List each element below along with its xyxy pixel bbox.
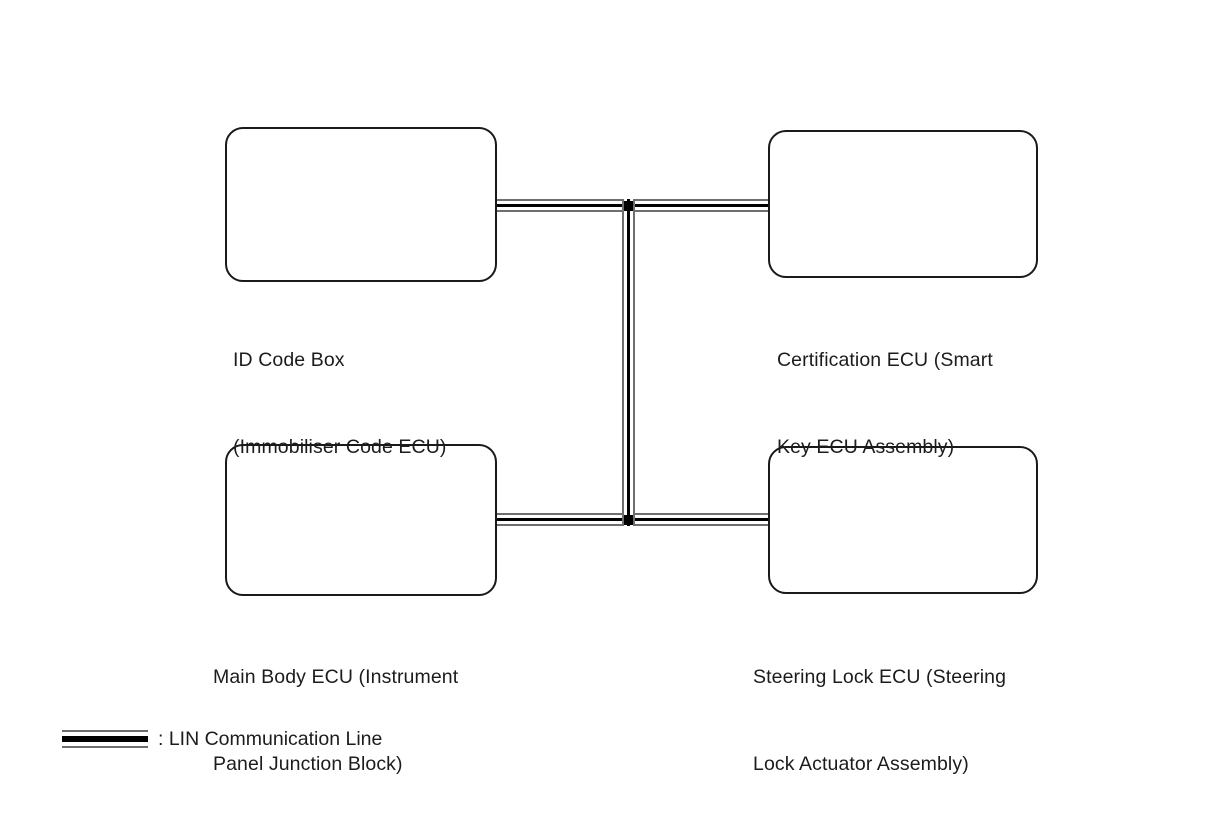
lin-junction-top — [624, 201, 633, 211]
ecu-label-line-1: ID Code Box — [233, 349, 345, 371]
legend: : LIN Communication Line — [62, 728, 382, 750]
ecu-box-main-body-ecu[interactable] — [225, 444, 497, 596]
ecu-box-certification-ecu[interactable] — [768, 130, 1038, 278]
ecu-label-line-2: Lock Actuator Assembly) — [753, 753, 969, 775]
ecu-box-steering-lock-ecu[interactable] — [768, 446, 1038, 594]
ecu-box-id-code-box[interactable] — [225, 127, 497, 282]
ecu-label-line-1: Steering Lock ECU (Steering — [753, 666, 1007, 688]
legend-label: : LIN Communication Line — [158, 728, 383, 750]
ecu-label-main-body-ecu: Main Body ECU (Instrument Panel Junction… — [213, 605, 458, 822]
ecu-label-line-1: Main Body ECU (Instrument — [213, 666, 459, 688]
lin-line-vertical-trunk — [622, 199, 635, 526]
lin-line-swatch-icon — [62, 730, 148, 748]
ecu-label-line-1: Certification ECU (Smart — [777, 349, 993, 371]
ecu-label-steering-lock-ecu: Steering Lock ECU (Steering Lock Actuato… — [753, 605, 1006, 822]
ecu-label-certification-ecu: Certification ECU (Smart Key ECU Assembl… — [777, 288, 993, 520]
ecu-label-line-2: (Immobiliser Code ECU) — [233, 436, 447, 458]
ecu-label-line-2: Panel Junction Block) — [213, 753, 403, 775]
ecu-label-line-2: Key ECU Assembly) — [777, 436, 955, 458]
lin-junction-bottom — [624, 515, 633, 525]
ecu-label-id-code-box: ID Code Box (Immobiliser Code ECU) — [233, 288, 447, 520]
